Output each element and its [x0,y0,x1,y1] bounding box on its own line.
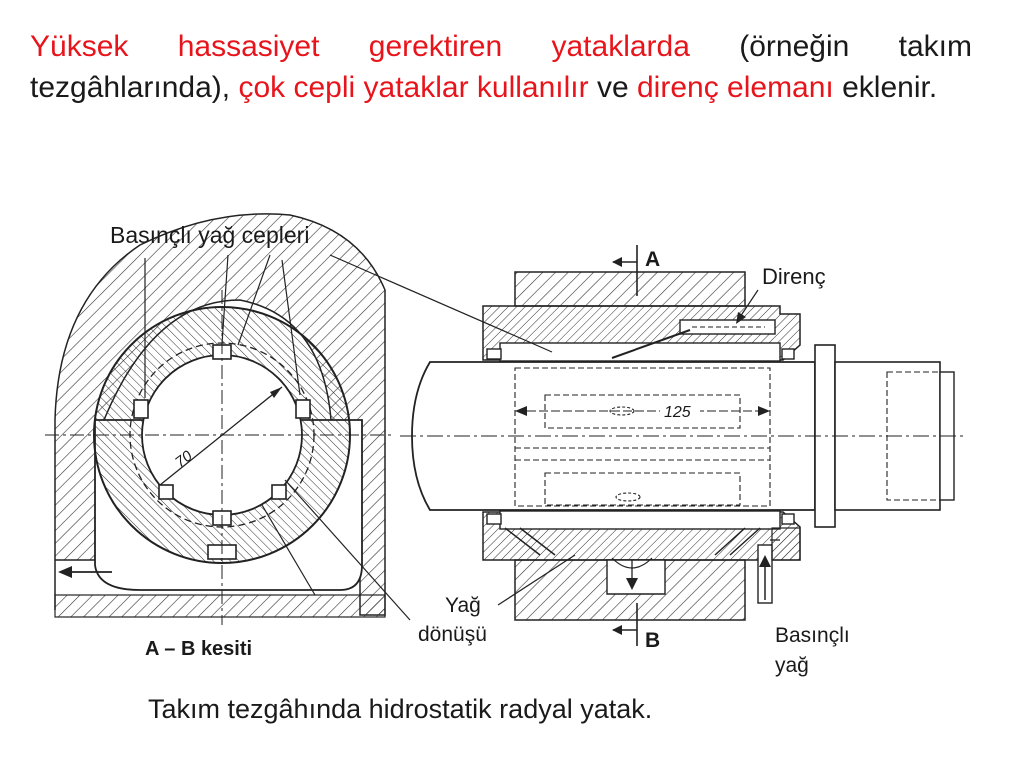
oil-pocket [133,399,149,419]
cross-section-view: 70 Basınçlı yağ cepleri A – B kesiti [45,213,411,660]
oil-return-label-line2: dönüşü [418,623,487,646]
oil-pocket [295,399,311,419]
oil-return-label-line1: Yağ [445,594,481,617]
length-125-label: 125 [664,404,691,421]
heading-part-1: Yüksek hassasiyet gerektiren yataklarda [30,30,690,63]
heading-part-3: çok cepli yataklar kullanılır [238,71,589,104]
heading-text: Yüksek hassasiyet gerektiren yataklarda … [30,26,972,108]
heading-part-2: (örneğin takım tezgâhlarında), [30,30,972,104]
longitudinal-view: 125 A B [329,245,965,677]
heading-part-4: ve [588,71,637,104]
section-mark-a: A [645,248,660,271]
figure-caption: Takım tezgâhında hidrostatik radyal yata… [148,694,652,724]
heading-part-5: direnç elemanı [636,71,834,104]
oil-pocket [158,484,174,500]
resistor-label: Direnç [762,264,826,289]
heading-part-6: eklenir. [833,71,938,104]
section-mark-b: B [645,629,660,652]
oil-pocket [271,484,287,500]
pockets-label: Basınçlı yağ cepleri [110,222,309,248]
pressure-oil-label-line1: Basınçlı [775,624,850,647]
section-title: A – B kesiti [145,638,252,660]
pressure-oil-label-line2: yağ [775,654,809,677]
